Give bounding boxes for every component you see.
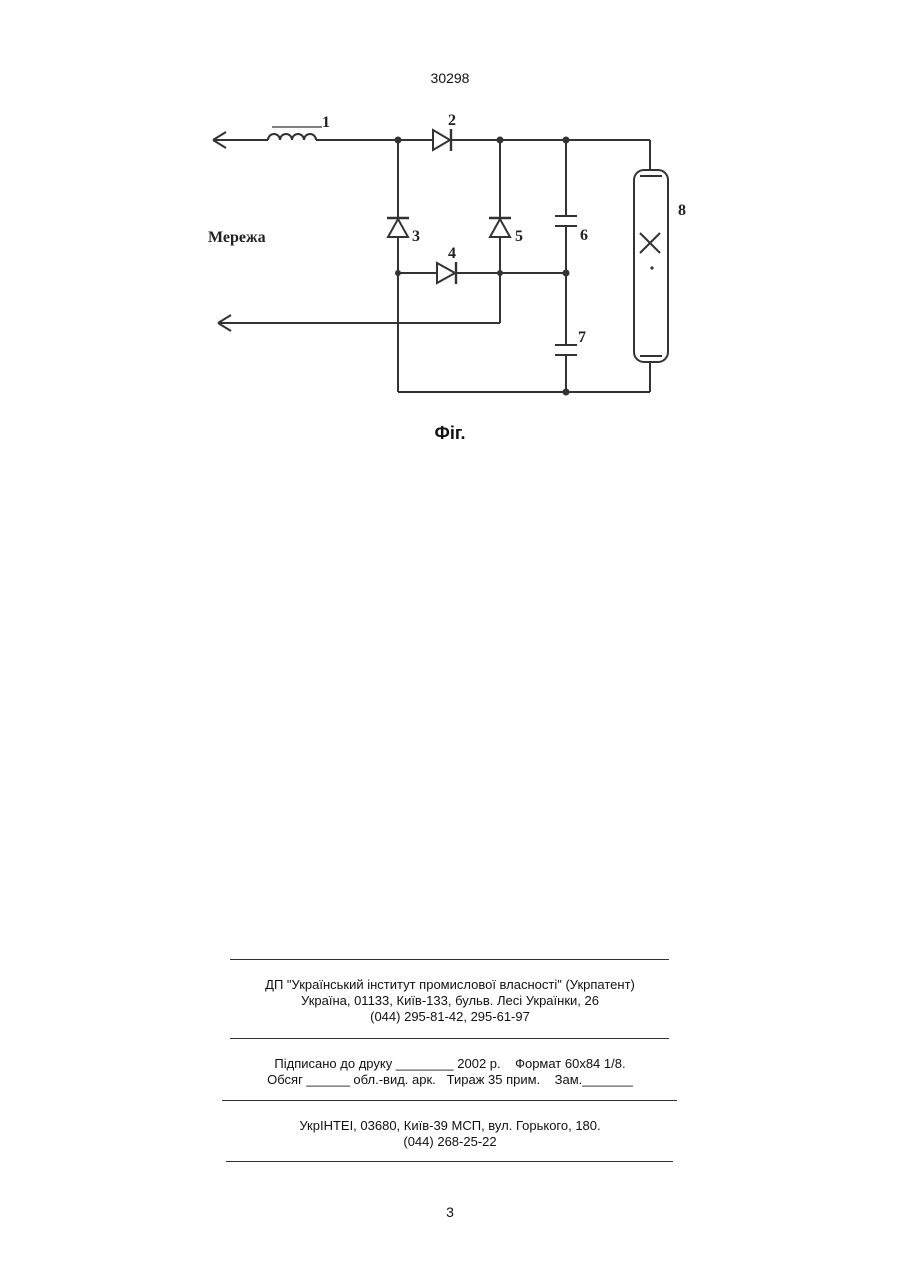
junction-node [497,270,503,276]
label-8: 8 [678,202,686,219]
printer-block: УкрІНТЕІ, 03680, Київ-39 МСП, вул. Горьк… [0,1118,900,1150]
junction-node [563,389,570,396]
publisher-line: ДП "Український інститут промислової вла… [0,977,900,993]
diode-2 [433,130,450,150]
label-5: 5 [515,228,523,245]
junction-node [497,137,504,144]
label-2: 2 [448,112,456,129]
diode-5 [490,219,510,237]
publisher-block: ДП "Український інститут промислової вла… [0,977,900,1025]
junction-node [563,137,570,144]
lamp-8 [634,170,668,362]
divider [230,959,669,960]
inductor-1 [268,134,316,140]
junction-node [395,137,402,144]
lamp-dot [650,266,653,269]
label-6: 6 [580,227,588,244]
junction-node [395,270,401,276]
printer-line: УкрІНТЕІ, 03680, Київ-39 МСП, вул. Горьк… [0,1118,900,1134]
printer-line: (044) 268-25-22 [0,1134,900,1150]
patent-number: 30298 [0,70,900,86]
divider [230,1038,669,1039]
print-info-line: Обсяг ______ обл.-вид. арк. Тираж 35 при… [0,1072,900,1088]
label-3: 3 [412,228,420,245]
divider [222,1100,677,1101]
page-number: 3 [0,1204,900,1220]
publisher-line: Україна, 01133, Київ-133, бульв. Лесі Ук… [0,993,900,1009]
net-label: Мережа [208,229,266,246]
label-7: 7 [578,329,586,346]
label-1: 1 [322,114,330,131]
circuit-diagram: 1 2 3 4 5 6 7 8 Мережа [190,100,720,410]
print-info-line: Підписано до друку ________ 2002 р. Форм… [0,1056,900,1072]
figure-caption: Фіг. [0,423,900,444]
junction-node [563,270,570,277]
label-4: 4 [448,245,456,262]
divider [226,1161,673,1162]
print-info-block: Підписано до друку ________ 2002 р. Форм… [0,1056,900,1088]
diode-4 [437,263,455,283]
diode-3 [388,219,408,237]
publisher-line: (044) 295-81-42, 295-61-97 [0,1009,900,1025]
